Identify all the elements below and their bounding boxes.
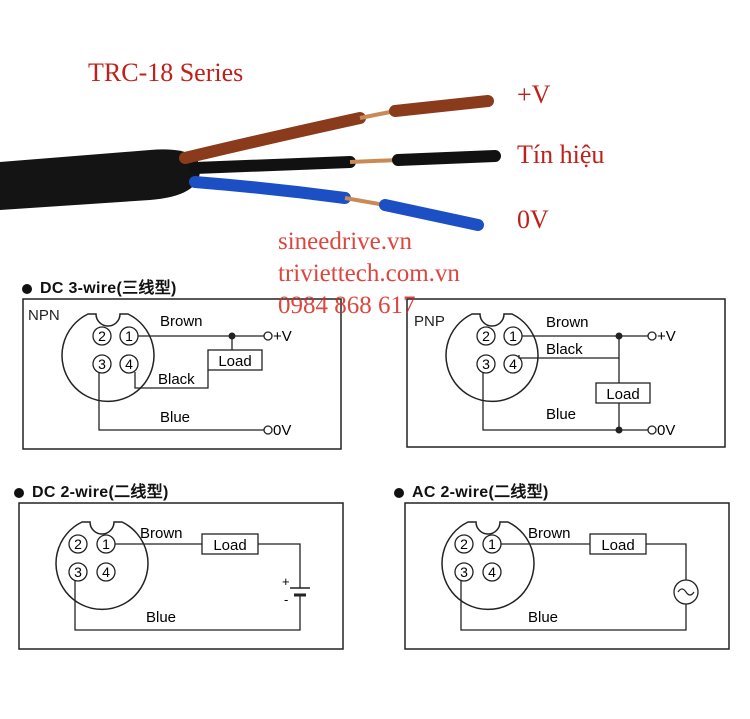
ac2-blue-label: Blue [528,609,558,626]
pnp-type-label: PNP [414,313,445,330]
ac2-brown-label: Brown [528,525,571,542]
watermark-line-3: 0984 868 617 [278,292,416,319]
pin-4 [503,354,523,374]
connector-icon [61,313,155,403]
dc2-diagram: 2 1 3 4 Load + - Brown Blue [18,502,344,650]
dc2-brown-label: Brown [140,525,183,542]
pnp-blue-label: Blue [546,406,576,423]
pin-2 [68,534,88,554]
pin-3 [68,562,88,582]
pnp-vplus-label: +V [657,328,676,345]
dc2-minus-label: - [284,592,288,607]
npn-load-label: Load [218,353,251,370]
pin-3 [92,354,112,374]
dc2-load-label: Load [213,537,246,554]
dc2-blue-label: Blue [146,609,176,626]
pnp-diagram: PNP 2 1 3 4 Load Brown Black Blue +V 0V [406,298,726,448]
pin-label-3: 3 [74,564,82,580]
pin-2 [454,534,474,554]
pin-label-2: 2 [98,328,106,344]
pnp-zero-label: 0V [657,422,675,439]
pin-4 [482,562,502,582]
npn-vplus-label: +V [273,328,292,345]
pin-4 [119,354,139,374]
bullet-icon [22,283,32,294]
pin-2 [92,326,112,346]
npn-load-box [207,349,263,371]
pin-2 [476,326,496,346]
dc2-plus-label: + [282,574,290,589]
pnp-black-label: Black [546,341,583,358]
watermark-line-2: triviettech.com.vn [278,260,460,287]
connector-icon [55,521,149,611]
blue-wire-end [379,199,484,231]
pin-label-4: 4 [488,564,496,580]
pin-label-2: 2 [74,536,82,552]
series-title: TRC-18 Series [88,58,244,87]
ac2-diagram: 2 1 3 4 Load Brown Blue [404,502,730,650]
npn-type-label: NPN [28,307,60,324]
watermark-line-1: sineedrive.vn [278,228,412,255]
brown-wire-end [389,95,494,117]
npn-brown-label: Brown [160,313,203,330]
npn-zero-label: 0V [273,422,291,439]
pin-label-2: 2 [482,328,490,344]
pin-label-1: 1 [509,328,517,344]
black-wire-end [392,150,501,166]
pnp-load-label: Load [606,386,639,403]
brown-wire [179,112,366,164]
section-title-dc3: DC 3-wire(三线型) [22,274,177,298]
label-plus-v: +V [517,80,551,109]
label-signal: Tín hiệu [517,140,605,169]
bullet-icon [14,487,24,498]
pin-label-4: 4 [509,356,517,372]
bullet-icon [394,487,404,498]
blue-wire [189,176,351,204]
pnp-brown-label: Brown [546,314,589,331]
npn-black-label: Black [158,371,195,388]
pin-label-4: 4 [125,356,133,372]
npn-blue-label: Blue [160,409,190,426]
pin-3 [454,562,474,582]
pin-label-2: 2 [460,536,468,552]
pin-label-3: 3 [460,564,468,580]
section-title-ac2: AC 2-wire(二线型) [394,478,549,502]
cable-photo [0,0,750,262]
pin-4 [96,562,116,582]
pin-label-1: 1 [125,328,133,344]
connector-icon [445,313,539,403]
pin-label-1: 1 [488,536,496,552]
pin-label-3: 3 [98,356,106,372]
blue-wire-core [344,196,386,207]
cable-jacket [0,149,200,210]
section-title-dc2: DC 2-wire(二线型) [14,478,169,502]
connector-icon [441,521,535,611]
black-wire [189,156,356,174]
label-zero-v: 0V [517,205,549,234]
black-wire-core [349,158,399,164]
pin-label-3: 3 [482,356,490,372]
ac2-load-label: Load [601,537,634,554]
pin-3 [476,354,496,374]
npn-diagram: NPN 2 1 3 4 Load Brown Black Blue +V 0V [22,298,342,450]
pin-label-1: 1 [102,536,110,552]
pin-label-4: 4 [102,564,110,580]
pnp-load-box [595,382,651,404]
